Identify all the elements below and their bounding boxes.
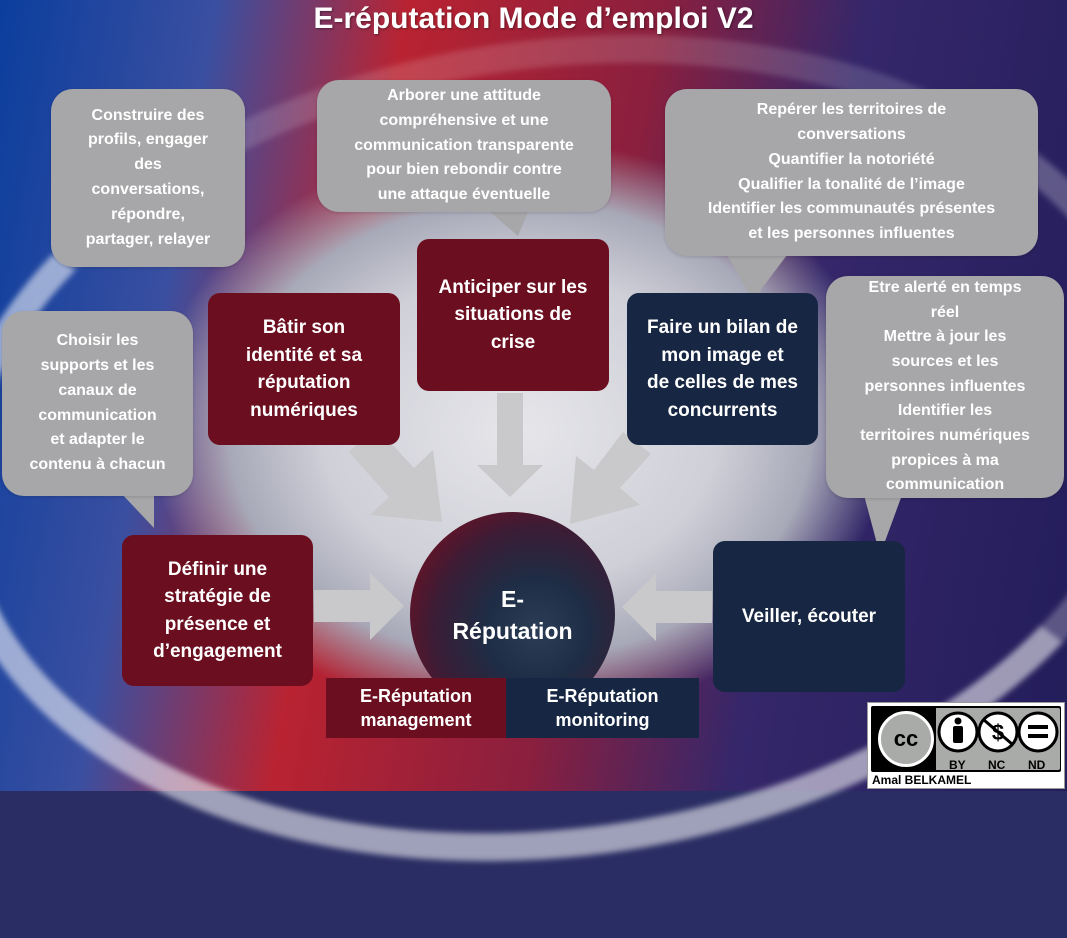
legend-management: E-Réputation management <box>326 678 506 738</box>
box-anticiper: Anticiper sur les situations de crise <box>417 239 609 391</box>
license-term-by: BY <box>949 758 966 772</box>
bubble-tail-choisir <box>120 492 154 528</box>
bubble-reperer: Repérer les territoires de conversations… <box>665 89 1038 256</box>
author-name: Amal BELKAMEL <box>872 773 972 787</box>
box-bilan: Faire un bilan de mon image et de celles… <box>627 293 818 445</box>
cc-logo-icon: cc <box>878 711 934 767</box>
license-badge-top: cc $ BY NC <box>871 706 1061 772</box>
by-icon <box>937 711 979 753</box>
legend-monitoring: E-Réputation monitoring <box>506 678 699 738</box>
nc-icon: $ <box>977 711 1019 753</box>
box-definir: Définir une stratégie de présence et d’e… <box>122 535 313 686</box>
bubble-arborer: Arborer une attitude compréhensive et un… <box>317 80 611 212</box>
license-icons: $ <box>937 711 1059 753</box>
bubble-choisir: Choisir les supports et les canaux de co… <box>2 311 193 496</box>
nd-icon <box>1017 711 1059 753</box>
arrow-bilan <box>570 432 651 524</box>
page-title: E-réputation Mode d’emploi V2 <box>313 2 754 35</box>
bubble-tail-arborer <box>490 212 528 236</box>
arrow-definir <box>314 573 404 640</box>
bubble-construire: Construire des profils, engager des conv… <box>51 89 245 267</box>
bubble-tail-etre <box>864 495 902 555</box>
arrow-veiller <box>622 573 712 641</box>
license-badge: cc $ BY NC <box>867 702 1065 789</box>
bubble-tail-reperer <box>727 255 787 300</box>
license-term-nd: ND <box>1028 758 1046 772</box>
arrow-anticiper <box>477 393 543 497</box>
license-term-nc: NC <box>988 758 1006 772</box>
license-terms-panel: $ BY NC ND <box>936 708 1060 772</box>
box-veiller: Veiller, écouter <box>713 541 905 692</box>
bubble-etre: Etre alerté en temps réel Mettre à jour … <box>826 276 1064 498</box>
arrow-batir <box>349 427 442 522</box>
arrows-layer <box>120 212 902 641</box>
box-batir: Bâtir son identité et sa réputation numé… <box>208 293 400 445</box>
